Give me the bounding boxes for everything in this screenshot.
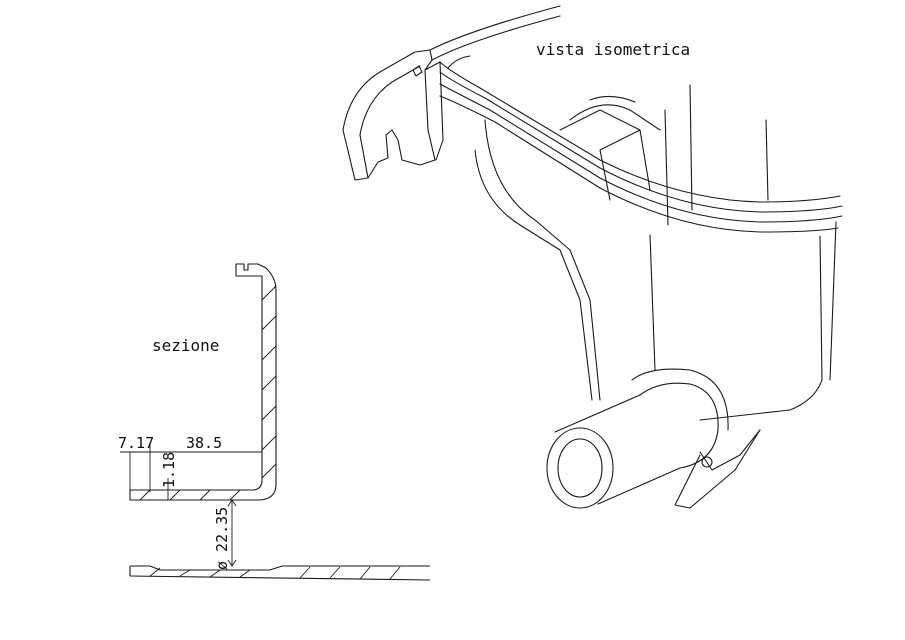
isometric-view-label: vista isometrica — [536, 40, 691, 59]
dimension-inner-width: 38.5 — [186, 434, 223, 452]
dimension-outlet-diameter: ø 22.35 — [213, 506, 231, 570]
dimension-wall-thickness: 1.18 — [160, 451, 178, 488]
section-label: sezione — [152, 336, 220, 355]
dimension-wall-offset: 7.17 — [118, 434, 155, 452]
